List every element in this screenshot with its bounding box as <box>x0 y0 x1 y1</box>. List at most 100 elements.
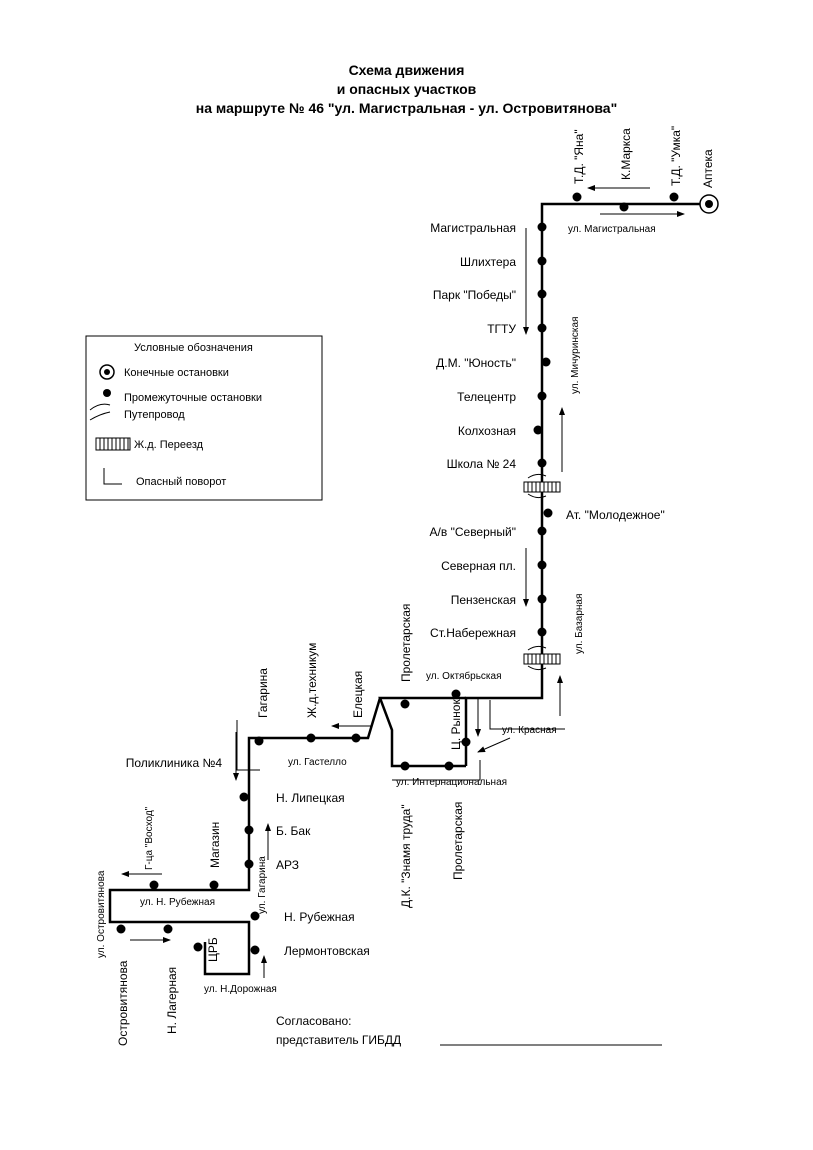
stop-crb <box>193 942 203 952</box>
label-lermontovskaya: Лермонтовская <box>284 944 370 958</box>
label-td-yana: Т.Д. "Яна" <box>572 129 586 184</box>
street-krasnaya: ул. Красная <box>502 725 557 736</box>
railway-crossing-icon <box>95 437 131 451</box>
street-magistralnaya: ул. Магистральная <box>568 224 656 235</box>
direction-arrow <box>477 737 511 753</box>
stop-tgtu <box>537 323 547 333</box>
stop-td-yana <box>572 192 582 202</box>
dangerous-turn-mark <box>392 760 481 781</box>
label-telecentr: Телецентр <box>457 390 516 404</box>
street-internatsionalnaya: ул. Интернациональная <box>396 777 507 788</box>
stop-magazin <box>209 880 219 890</box>
terminal-stop <box>699 194 719 214</box>
stop-kolkhoznaya <box>533 425 543 435</box>
label-poliklinika4: Поликлиника №4 <box>126 756 223 770</box>
stop-shlikhtera <box>537 256 547 266</box>
stop-shkola24 <box>537 458 547 468</box>
legend-intermediate-label: Промежуточные остановки <box>124 392 262 404</box>
diagram-title-line-2: и опасных участков <box>336 81 477 97</box>
label-at-molodezhnoe: Ат. "Молодежное" <box>566 508 665 522</box>
label-av-severny: А/в "Северный" <box>430 525 516 539</box>
street-oktyabrskaya: ул. Октябрьская <box>426 670 502 682</box>
label-n-rubezhnaya: Н. Рубежная <box>284 910 355 924</box>
stop-eletskaya <box>351 733 361 743</box>
legend-overpass-label: Путепровод <box>124 409 185 421</box>
overpass-icon <box>527 473 547 499</box>
approval-gibdd-label: представитель ГИБДД <box>276 1033 401 1047</box>
street-n-rubezhnaya: ул. Н. Рубежная <box>140 896 215 908</box>
stop-n-lipetskaya <box>239 792 249 802</box>
stop-oktyabrskaya <box>451 689 461 699</box>
legend-railway-label: Ж.д. Переезд <box>134 439 204 451</box>
label-zhd-tekhnikum: Ж.д.техникум <box>305 643 319 718</box>
stop-at-molodezhnoe <box>543 508 553 518</box>
stop-k-marksa <box>619 202 629 212</box>
label-b-bak: Б. Бак <box>276 824 311 838</box>
stop-ostrovityanova <box>116 924 126 934</box>
label-gagarina: Гагарина <box>256 668 270 718</box>
terminal-stop-icon <box>99 364 115 380</box>
stop-c-rynok <box>461 737 471 747</box>
label-penzenskaya: Пензенская <box>451 593 516 607</box>
legend-terminal-label: Конечные остановки <box>124 367 229 379</box>
label-td-umka: Т.Д. "Умка" <box>669 126 683 186</box>
stop-gca-voskhod <box>149 880 159 890</box>
railway-crossing-icon <box>523 481 561 493</box>
label-dm-yunost: Д.М. "Юность" <box>436 356 516 370</box>
label-crb: ЦРБ <box>206 937 220 962</box>
stop-severnaya-pl <box>537 560 547 570</box>
label-n-lagernaya: Н. Лагерная <box>165 967 179 1034</box>
label-severnaya-pl: Северная пл. <box>441 559 516 573</box>
label-shlikhtera: Шлихтера <box>460 255 516 269</box>
label-eletskaya: Елецкая <box>351 671 365 718</box>
legend-header: Условные обозначения <box>134 342 253 354</box>
label-kolkhoznaya: Колхозная <box>458 424 516 438</box>
stop-av-severny <box>537 526 547 536</box>
street-gagarina: ул. Гагарина <box>257 856 268 914</box>
stop-dm-yunost <box>541 357 551 367</box>
label-arz: АРЗ <box>276 858 299 872</box>
stop-n-rubezhnaya <box>250 911 260 921</box>
street-gastello: ул. Гастелло <box>288 757 347 768</box>
stop-telecentr <box>537 391 547 401</box>
dangerous-turn-mark <box>489 700 565 730</box>
stop-dk-znamya <box>400 761 410 771</box>
railway-crossing-icon <box>523 653 561 665</box>
stop-b-bak <box>244 825 254 835</box>
stop-arz <box>244 859 254 869</box>
street-n-dorozhnaya: ул. Н.Дорожная <box>204 984 277 995</box>
street-bazarnaya: ул. Базарная <box>574 594 585 654</box>
stop-proletarskaya-bottom <box>444 761 454 771</box>
stop-gagarina <box>254 736 264 746</box>
label-st-naberezhnaya: Ст.Набережная <box>430 626 516 640</box>
stop-magistralnaya <box>537 222 547 232</box>
legend-box <box>85 335 323 501</box>
stop-zhd-tekhnikum <box>306 733 316 743</box>
label-proletarskaya-top: Пролетарская <box>399 604 413 682</box>
dangerous-turn-icon <box>103 468 122 485</box>
stop-penzenskaya <box>537 594 547 604</box>
stop-proletarskaya-top <box>400 699 410 709</box>
stop-st-naberezhnaya <box>537 627 547 637</box>
approval-label: Согласовано: <box>276 1014 352 1028</box>
intermediate-stop-icon <box>103 389 111 397</box>
dangerous-turn-mark <box>236 720 260 771</box>
overpass-icon <box>527 645 547 671</box>
label-dk-znamya: Д.К. "Знамя труда" <box>399 804 413 908</box>
legend-danger-label: Опасный поворот <box>136 476 226 488</box>
stop-n-lagernaya <box>163 924 173 934</box>
stop-lermontovskaya <box>250 945 260 955</box>
street-michurinskaya: ул. Мичуринская <box>570 317 581 394</box>
label-apteka: Аптека <box>701 149 715 188</box>
label-gca-voskhod: Г-ца "Восход" <box>144 806 155 870</box>
diagram-title-line-1: Схема движения <box>348 62 465 78</box>
label-n-lipetskaya: Н. Липецкая <box>276 791 345 805</box>
label-c-rynok: Ц. Рынок <box>449 699 463 750</box>
label-shkola24: Школа № 24 <box>447 457 517 471</box>
stop-td-umka <box>669 192 679 202</box>
overpass-icon <box>89 403 111 421</box>
label-magistralnaya: Магистральная <box>430 221 516 235</box>
label-magazin: Магазин <box>208 822 222 868</box>
stop-park-pobedy <box>537 289 547 299</box>
